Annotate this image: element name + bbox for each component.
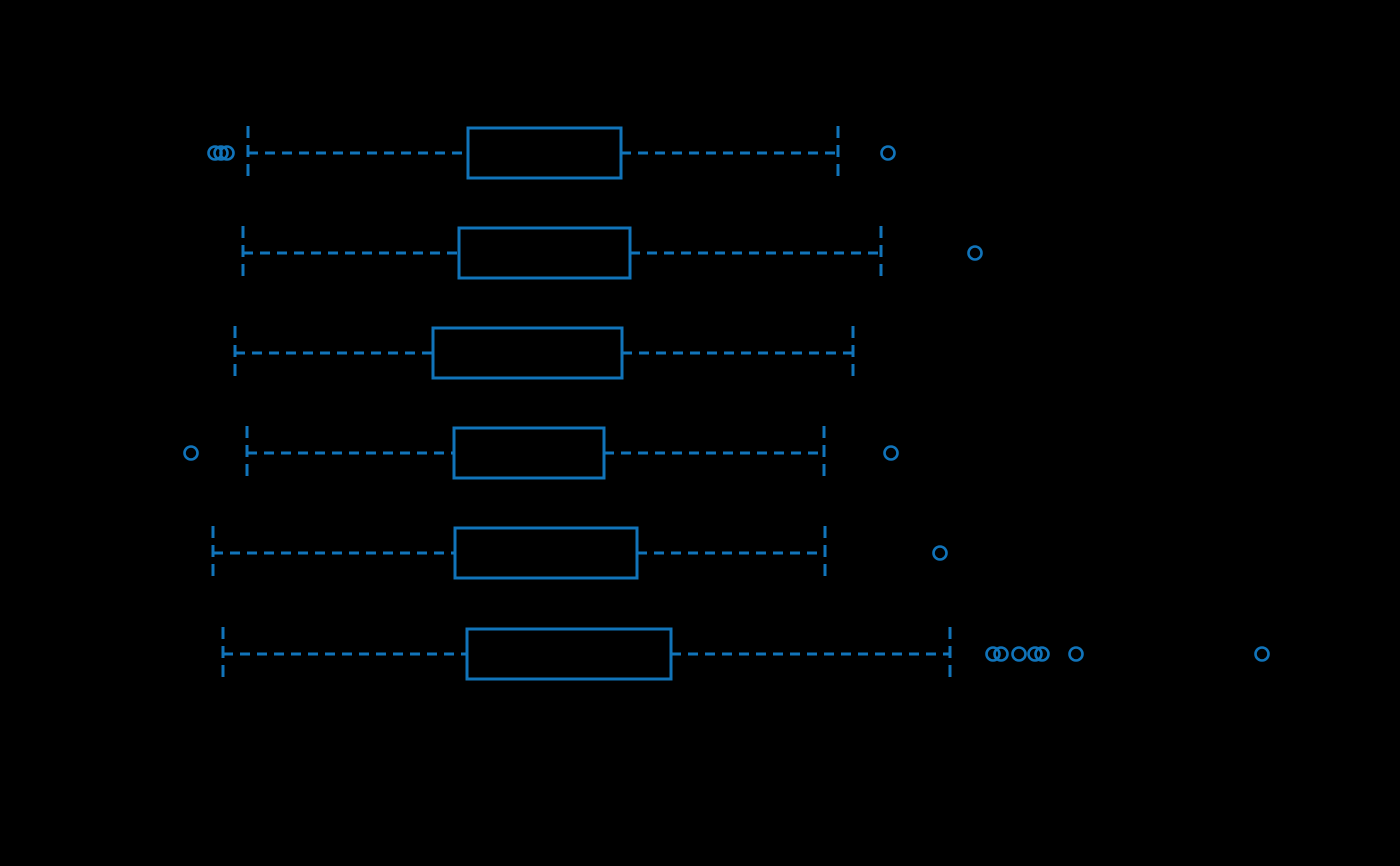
boxplot-row — [211, 526, 948, 580]
outlier-point — [880, 145, 896, 161]
outlier-point — [1011, 646, 1027, 662]
outlier-point — [183, 445, 199, 461]
outlier-point — [1254, 646, 1270, 662]
iqr-box — [431, 326, 624, 380]
boxplot-row — [241, 226, 983, 280]
outlier-point — [219, 145, 235, 161]
iqr-box — [452, 426, 606, 480]
boxplot-row — [207, 126, 896, 180]
iqr-box — [453, 526, 639, 580]
boxplot-row — [233, 326, 855, 380]
boxplot-row — [183, 426, 899, 480]
outlier-point — [932, 545, 948, 561]
iqr-box — [465, 627, 673, 681]
outlier-point — [985, 646, 1001, 662]
outlier-point — [993, 646, 1009, 662]
iqr-box — [466, 126, 623, 180]
outlier-point — [1068, 646, 1084, 662]
outlier-point — [1034, 646, 1050, 662]
iqr-box — [457, 226, 632, 280]
outlier-point — [1027, 646, 1043, 662]
outlier-point — [213, 145, 229, 161]
outlier-point — [967, 245, 983, 261]
outlier-point — [883, 445, 899, 461]
boxplot-row — [221, 627, 1270, 681]
